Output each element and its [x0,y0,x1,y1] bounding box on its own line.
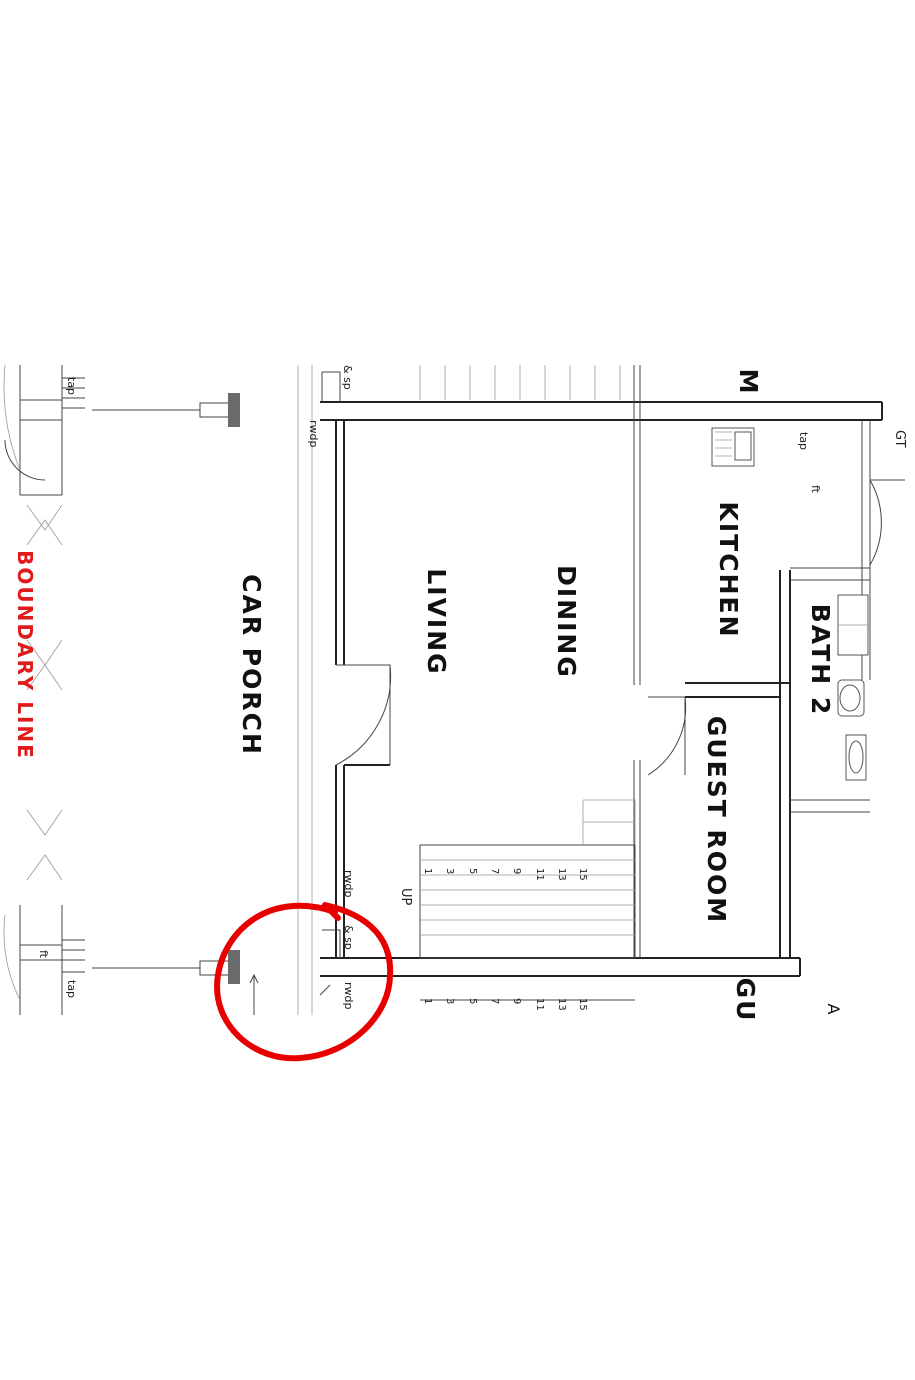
stair-up-label: UP [398,888,413,906]
boundary-line-label: BOUNDARY LINE [13,550,37,760]
ft-label-kitchen: ft [809,485,822,494]
stair-step-number: 5 [467,998,478,1004]
room-label-car-porch: CAR PORCH [237,574,266,756]
room-label-kitchen: KITCHEN [714,502,743,639]
stair-step-number: 7 [489,998,500,1004]
kitchen-sink-icon [711,427,755,467]
sp-label-top: & sp [341,365,354,390]
stair-step-number: 7 [489,868,500,874]
site-strip [3,364,85,1015]
stair-step-number: 11 [534,998,545,1011]
rwdp-label-top: rwdp [307,420,320,448]
room-label-cut-a: A [824,1004,843,1017]
stair-step-number: 11 [534,868,545,881]
room-label-cut-m: M [734,369,763,396]
tap-label-bottom-left: tap [65,980,78,998]
stair-step-number: 1 [422,868,433,874]
room-label-guest-room: GUEST ROOM [702,716,731,924]
stair-step-number: 1 [422,998,433,1004]
gt-label: GT [892,430,907,448]
door-swings [4,439,905,776]
basin-icon [845,734,867,781]
ft-label-left: ft [37,950,50,959]
stair-step-number: 15 [577,998,588,1011]
house-walls [320,365,883,977]
stair-step-number: 3 [444,868,455,874]
shower-icon [837,594,869,656]
room-label-dining: DINING [552,565,581,679]
stair-step-number: 3 [444,998,455,1004]
stair-top-partial [419,365,621,400]
staircase [419,799,636,1001]
stair-step-number: 5 [467,868,478,874]
rwdp-label-bottom-a: rwdp [342,870,355,898]
stair-step-number: 15 [577,868,588,881]
gate-column-top [199,393,240,427]
stair-step-number: 13 [556,868,567,881]
stair-step-number: 9 [511,998,522,1004]
room-label-guest-cut: GU [731,978,760,1023]
tap-label-top-left: tap [65,377,78,395]
rwdp-label-bottom-b: rwdp [342,982,355,1010]
room-label-living: LIVING [422,568,451,675]
stair-step-number: 9 [511,868,522,874]
annotation-circle [214,902,394,1062]
stair-step-number: 13 [556,998,567,1011]
gate-column-bottom [199,950,240,984]
room-label-bath-2: BATH 2 [806,604,835,717]
tap-label-kitchen: tap [797,432,810,450]
sp-label-bottom: & sp [342,925,355,950]
wc-icon [837,679,865,717]
